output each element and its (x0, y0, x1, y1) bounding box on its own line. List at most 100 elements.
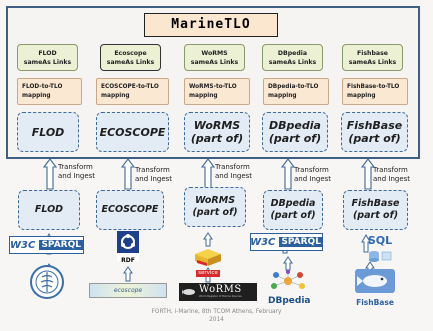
dbpedia-logo-text: DBpedia (268, 296, 311, 306)
worms-inner-label: WoRMS (193, 119, 241, 132)
worms-source-box: WoRMS (part of) (184, 187, 246, 227)
sql-text: SQL (367, 234, 393, 247)
fishbase-source-sublabel: (part of) (352, 210, 399, 221)
dbpedia-mapping-sublabel: mapping (268, 93, 297, 99)
dbpedia-inner-box: DBpedia (part of) (262, 112, 328, 152)
worms-transform-label: Transform and Ingest (215, 163, 252, 181)
dbpedia-logo: DBpedia (268, 270, 311, 306)
fishbase-inner-box: FishBase (part of) (341, 112, 408, 152)
dbpedia-sameas-label: DBpedia (277, 50, 308, 57)
footer-credit: FORTH, i-Marine, 8th TCOM Athens, Februa… (0, 308, 433, 324)
ecoscope-transform-line1: Transform (135, 166, 170, 174)
worms-transform-arrow (200, 158, 216, 190)
flod-transform-line1: Transform (58, 163, 93, 171)
dbpedia-source-box: DBpedia (part of) (263, 190, 323, 230)
fishbase-sameas-label: Fishbase (357, 50, 388, 57)
fishbase-source-label: FishBase (351, 198, 400, 209)
service-box-icon (195, 249, 221, 266)
w3c-text-2: W3C (250, 236, 276, 248)
flod-source-box: FLOD (18, 190, 80, 230)
fao-logo (30, 265, 64, 299)
worms-source-label: WoRMS (194, 195, 236, 206)
worms-mapping-label: WoRMS-to-TLO (189, 84, 237, 90)
worms-source-sublabel: (part of) (192, 207, 238, 218)
fishbase-source-box: FishBase (part of) (343, 190, 408, 230)
flod-transform-arrow (42, 158, 58, 190)
fishbase-sameas-sublabel: sameAs Links (348, 59, 397, 66)
flod-mapping-sublabel: mapping (22, 93, 51, 99)
sparql-text: SPARQL (39, 240, 83, 250)
dbpedia-transform-arrow (280, 158, 296, 190)
flod-transform-label: Transform and Ingest (58, 163, 95, 181)
fishbase-inner-sublabel: (part of) (348, 132, 401, 145)
dbpedia-inner-label: DBpedia (269, 119, 321, 132)
flod-inner-label: FLOD (31, 125, 65, 139)
dbpedia-sameas-box: DBpedia sameAs Links (262, 44, 323, 71)
footer-line1: FORTH, i-Marine, 8th TCOM Athens, Februa… (151, 309, 282, 315)
ecoscope-mapping-label: ECOSCOPE-to-TLO (101, 84, 159, 90)
flod-sameas-label: FLOD (38, 50, 57, 57)
dbpedia-transform-line1: Transform (294, 166, 329, 174)
ecoscope-source-label: ECOSCOPE (101, 204, 159, 215)
ecoscope-inner-box: ECOSCOPE (96, 112, 169, 152)
fishbase-logo-text: FishBase (356, 298, 394, 307)
flod-source-label: FLOD (34, 204, 64, 215)
dbpedia-source-sublabel: (part of) (270, 210, 316, 221)
flod-mapping-box: FLOD-to-TLO mapping (17, 78, 82, 105)
ecoscope-inner-label: ECOSCOPE (99, 125, 166, 139)
ecoscope-transform-label: Transform and Ingest (135, 166, 172, 184)
dbpedia-mapping-box: DBpedia-to-TLO mapping (263, 78, 329, 105)
flod-transform-line2: and Ingest (58, 172, 96, 180)
worms-mapping-sublabel: mapping (189, 93, 218, 99)
ecoscope-mapping-box: ECOSCOPE-to-TLO mapping (96, 78, 169, 105)
ecoscope-logo-arrow (123, 266, 133, 282)
dbpedia-transform-line2: and Ingest (294, 175, 332, 183)
flod-sameas-box: FLOD sameAs Links (17, 44, 78, 71)
flod-inner-box: FLOD (17, 112, 79, 152)
ecoscope-sameas-sublabel: sameAs Links (106, 59, 155, 66)
ecoscope-transform-arrow (120, 158, 136, 190)
rdf-text: RDF (121, 257, 135, 264)
worms-inner-box: WoRMS (part of) (184, 112, 250, 152)
dbpedia-network-icon (271, 270, 305, 289)
worms-fish-icon (182, 289, 195, 295)
worms-logo: WoRMS World Register of Marine Species (179, 283, 257, 301)
worms-logo-subtext: World Register of Marine Species (199, 295, 242, 298)
worms-sameas-box: WoRMS sameAs Links (184, 44, 245, 71)
ecoscope-logo: ecoscope (89, 283, 167, 298)
w3c-sparql-logo: W3C SPARQL (9, 236, 84, 254)
worms-mapping-box: WoRMS-to-TLO mapping (184, 78, 250, 105)
worms-transform-line1: Transform (215, 163, 250, 171)
fishbase-transform-label: Transform and Ingest (373, 166, 410, 184)
footer-line2: 2014 (209, 317, 224, 323)
worms-transform-line2: and Ingest (215, 172, 253, 180)
service-text: service (196, 270, 220, 277)
ecoscope-sameas-label: Ecoscope (114, 50, 147, 57)
ecoscope-logo-text: ecoscope (113, 287, 143, 294)
fishbase-sameas-box: Fishbase sameAs Links (342, 44, 403, 71)
dbpedia-source-label: DBpedia (270, 198, 316, 209)
dbpedia-mapping-label: DBpedia-to-TLO (268, 84, 319, 90)
fishbase-mapping-label: FishBase-to-TLO (347, 84, 400, 90)
fao-emblem-icon (30, 265, 64, 299)
marinetlo-title: MarineTLO (144, 13, 278, 37)
sql-logo: SQL (360, 234, 400, 262)
fishbase-inner-label: FishBase (346, 119, 403, 132)
w3c-text: W3C (10, 239, 36, 251)
fishbase-mapping-sublabel: mapping (347, 93, 376, 99)
fishbase-logo: FishBase (352, 268, 398, 307)
fishbase-ingest-arrow (361, 233, 371, 253)
worms-sameas-sublabel: sameAs Links (190, 59, 239, 66)
fishbase-transform-line2: and Ingest (373, 175, 411, 183)
ecoscope-sameas-box: Ecoscope sameAs Links (100, 44, 161, 71)
ecoscope-source-box: ECOSCOPE (96, 190, 164, 230)
dbpedia-sameas-sublabel: sameAs Links (268, 59, 317, 66)
dbpedia-transform-label: Transform and Ingest (294, 166, 331, 184)
worms-inner-sublabel: (part of) (190, 132, 244, 145)
fishbase-transform-line1: Transform (373, 166, 408, 174)
ecoscope-transform-line2: and Ingest (135, 175, 173, 183)
dbpedia-logo-arrow (283, 256, 293, 271)
database-icon (369, 251, 392, 262)
fishbase-mapping-box: FishBase-to-TLO mapping (342, 78, 408, 105)
worms-sameas-label: WoRMS (201, 50, 228, 57)
